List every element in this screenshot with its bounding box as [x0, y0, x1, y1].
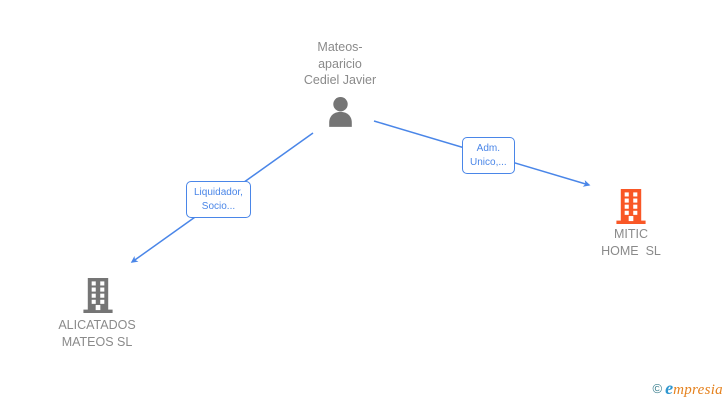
copyright-icon: © [652, 381, 663, 396]
company-node-mitic[interactable] [615, 189, 647, 224]
empresia-logo-e: e [665, 378, 674, 398]
person-node[interactable] [324, 96, 357, 133]
building-icon [83, 278, 113, 313]
empresia-logo-text: mpresia [673, 382, 723, 398]
company-label-alicatados[interactable]: ALICATADOS MATEOS SL [58, 318, 136, 349]
edge-label-adm-unico[interactable]: Adm. Unico,... [462, 137, 515, 174]
empresia-logo[interactable]: ©empresia [653, 378, 723, 399]
company-label-mitic[interactable]: MITIC HOME SL [601, 227, 661, 258]
building-icon [616, 189, 646, 224]
person-node-label[interactable]: Mateos- aparicio Cediel Javier [303, 40, 377, 87]
company-node-alicatados[interactable] [82, 278, 114, 313]
person-icon [329, 97, 352, 127]
edge-label-liquidador-socio[interactable]: Liquidador, Socio... [186, 181, 251, 218]
